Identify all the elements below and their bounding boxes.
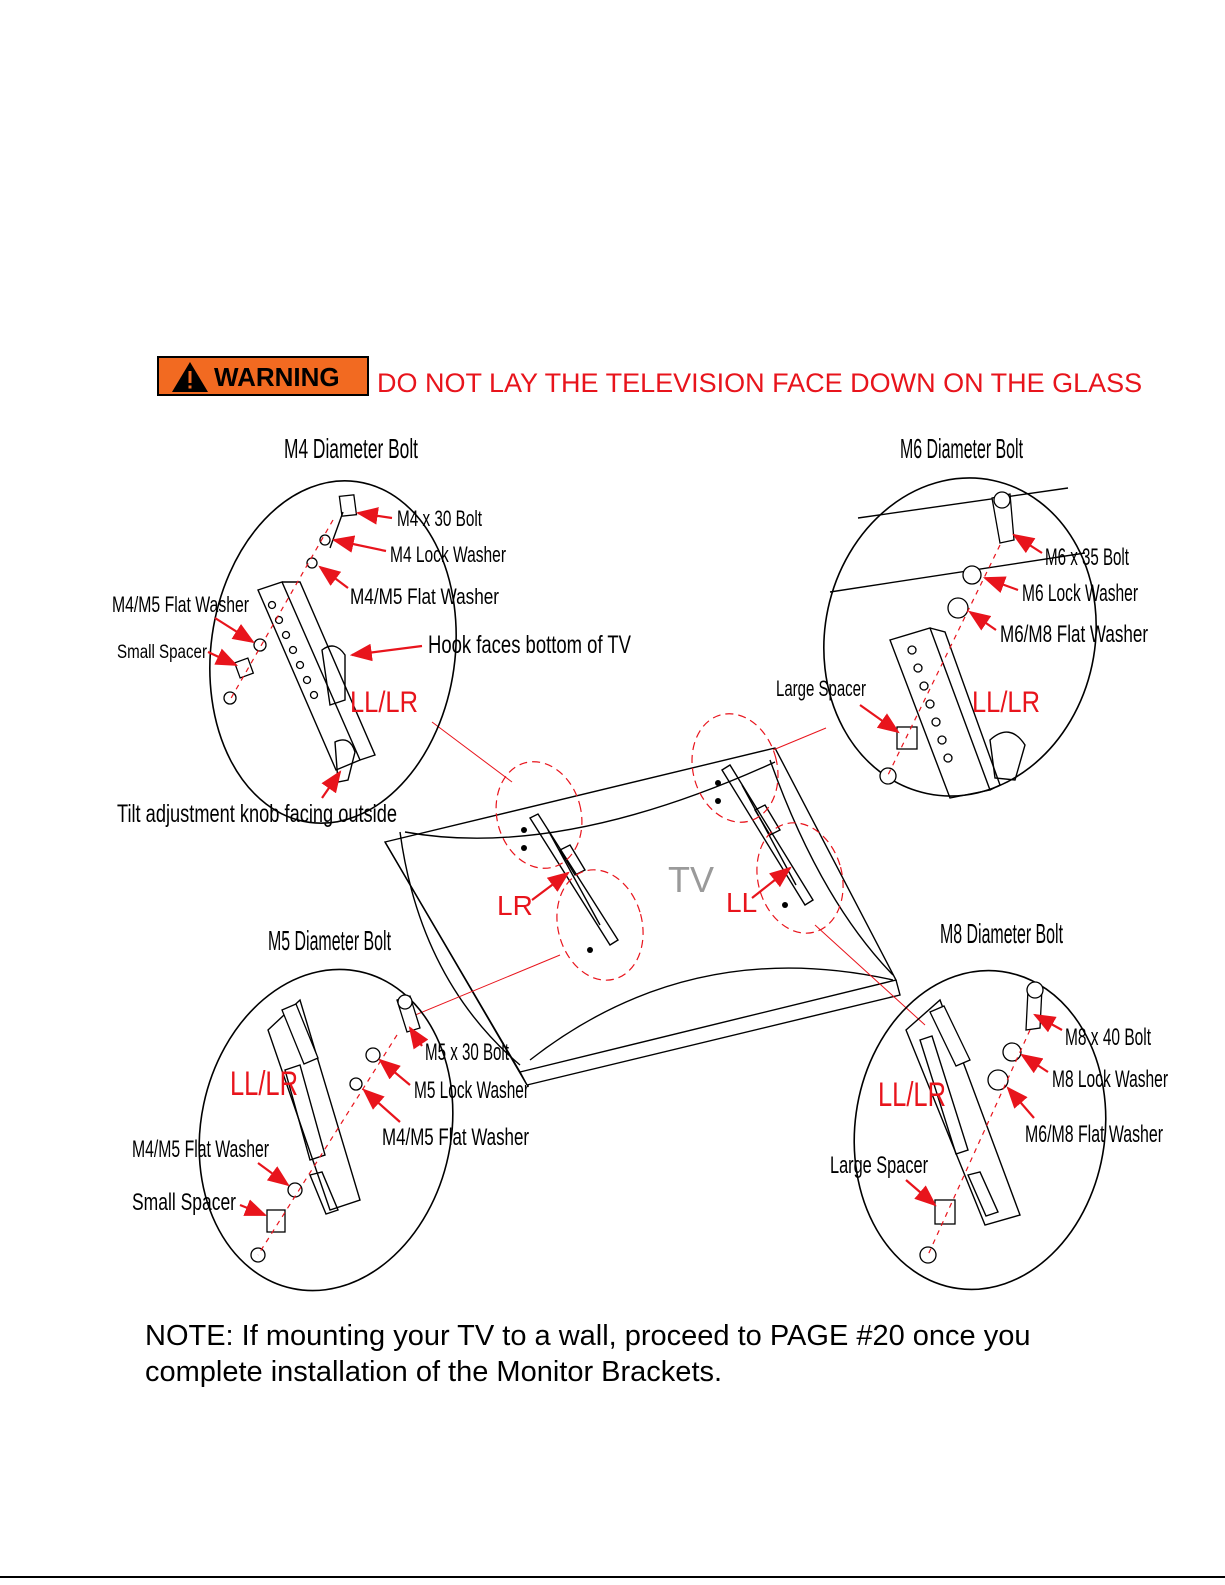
leader-line-m6 <box>772 727 827 751</box>
callout-circle-m6 <box>691 713 779 823</box>
tv-panel: TV <box>383 747 901 1086</box>
warning-banner: WARNING DO NOT LAY THE TELEVISION FACE D… <box>157 356 1142 398</box>
m5-side-label: LL/LR <box>230 1065 298 1103</box>
m5-title: M5 Diameter Bolt <box>268 925 391 956</box>
m6-spacer-label: Large Spacer <box>776 676 866 701</box>
m8-side-label: LL/LR <box>878 1076 946 1114</box>
callout-circle-m4 <box>495 761 583 869</box>
label-ll: LL <box>726 887 757 918</box>
m4-bracket-holes <box>267 600 319 700</box>
m4-title: M4 Diameter Bolt <box>284 433 418 464</box>
m5-spacer-label: Small Spacer <box>132 1189 236 1216</box>
m8-lock-washer-label: M8 Lock Washer <box>1052 1066 1168 1093</box>
m4-flat-washer-left-label: M4/M5 Flat Washer <box>112 592 249 617</box>
arrow-ll <box>751 866 792 899</box>
detail-m8: M8 Diameter Bolt M8 x 40 Bolt M8 Lock Wa… <box>830 918 1168 1291</box>
detail-m4: M4 Diameter Bolt M4 x 30 Bolt M4 Lock Wa… <box>112 433 631 828</box>
m5-flat-washer-label: M4/M5 Flat Washer <box>382 1124 529 1151</box>
m5-flat-washer-left-label: M4/M5 Flat Washer <box>132 1136 269 1163</box>
arrow-lr <box>531 871 570 901</box>
m4-lock-washer-label: M4 Lock Washer <box>390 542 506 567</box>
m4-knob-label: Tilt adjustment knob facing outside <box>117 800 397 828</box>
callout-circle-m8 <box>756 822 844 934</box>
bottom-rule <box>0 1576 1225 1578</box>
m4-flat-washer-label: M4/M5 Flat Washer <box>350 584 499 609</box>
callout-circle-m5 <box>556 869 644 981</box>
detail-m5: M5 Diameter Bolt M5 x 30 Bolt M5 Lock Wa… <box>132 925 529 1292</box>
m4-side-label: LL/LR <box>350 686 418 719</box>
label-lr: LR <box>497 890 533 921</box>
m6-bracket-holes <box>907 645 953 763</box>
tv-label: TV <box>668 859 714 900</box>
detail-m6: M6 Diameter Bolt M6 x 35 Bolt M6 Lock Wa… <box>776 433 1148 799</box>
m8-spacer-label: Large Spacer <box>830 1152 928 1179</box>
leader-line-m4 <box>431 721 513 783</box>
m4-spacer-label: Small Spacer <box>117 642 208 663</box>
m6-title: M6 Diameter Bolt <box>900 433 1023 464</box>
mounting-note: NOTE: If mounting your TV to a wall, pro… <box>145 1320 1031 1388</box>
warning-badge-label: WARNING <box>214 362 340 392</box>
m6-flat-washer-label: M6/M8 Flat Washer <box>1000 621 1148 648</box>
m6-lock-washer-label: M6 Lock Washer <box>1022 580 1138 607</box>
m4-hook-label: Hook faces bottom of TV <box>428 631 631 659</box>
leader-line-m8 <box>814 924 926 1026</box>
m8-title: M8 Diameter Bolt <box>940 918 1063 949</box>
m8-flat-washer-label: M6/M8 Flat Washer <box>1025 1121 1163 1148</box>
m8-bolt-label: M8 x 40 Bolt <box>1065 1024 1151 1051</box>
warning-icon <box>172 362 208 392</box>
warning-message: DO NOT LAY THE TELEVISION FACE DOWN ON T… <box>377 368 1142 398</box>
m6-bolt-label: M6 x 35 Bolt <box>1045 544 1129 571</box>
m6-side-label: LL/LR <box>972 686 1040 719</box>
leader-line-m5 <box>407 954 561 1019</box>
m4-bolt-label: M4 x 30 Bolt <box>397 506 482 531</box>
m5-lock-washer-label: M5 Lock Washer <box>414 1077 529 1104</box>
m5-bolt-label: M5 x 30 Bolt <box>425 1039 509 1066</box>
